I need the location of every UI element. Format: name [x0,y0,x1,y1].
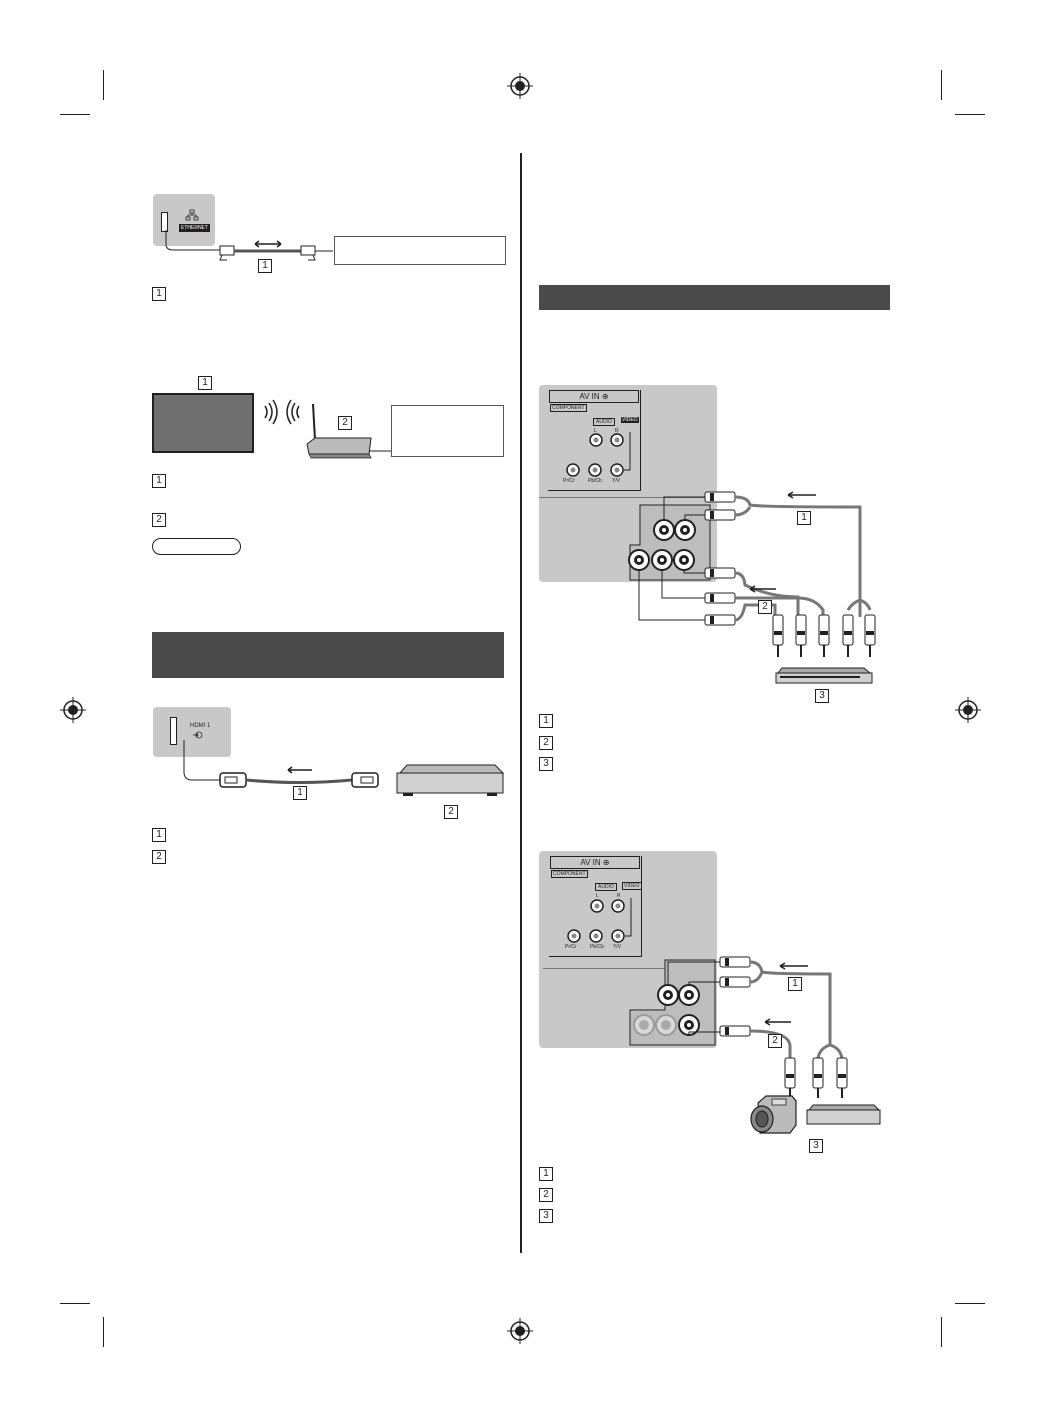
component-label: COMPONENT [550,404,587,412]
hdmi-port-label: HDMI 1 [190,723,211,729]
av-label-panel [549,856,642,957]
component-label: COMPONENT [551,870,588,878]
callout-3: 3 [809,1139,823,1153]
callout-2: 2 [338,416,352,430]
ethernet-port [161,212,168,232]
ethernet-port-label: ETHERNET [179,224,210,232]
network-icon [185,209,199,221]
lan-cable [165,230,333,261]
callout-2: 2 [444,805,458,819]
callout-1: 1 [293,786,307,800]
av-jacks-small [566,432,631,477]
tv-hdmi-panel [153,707,231,757]
camcorder-icon [750,1095,797,1134]
legend-num: 2 [539,1188,553,1202]
legend-num: 3 [539,757,553,771]
y-label: Y/V [613,944,622,950]
hdmi-section-header [152,632,504,678]
callout-1: 1 [198,376,212,390]
r-label: R [615,428,619,434]
legend-num: 3 [539,1209,553,1223]
r-label: R [617,893,621,899]
router-icon [306,403,393,459]
legend-num: 1 [152,474,166,488]
av-section-header [539,285,890,310]
column-divider [520,153,522,1253]
registration-mark-left [60,697,86,723]
legend-num: 1 [539,714,553,728]
legend-num: 2 [152,513,166,527]
audio-label: AUDIO [595,883,617,891]
pr-label: Pr/Cr [563,478,575,484]
legend-num: 2 [539,736,553,750]
legend-num: 2 [152,850,166,864]
registration-mark-right [955,697,981,723]
hdmi-cable [183,740,379,788]
internet-environment-box [391,405,504,457]
callout-1: 1 [258,259,272,273]
hdmi-port [170,717,177,745]
pr-label: Pr/Cr [565,944,577,950]
input-icon: ⊕ [602,858,610,867]
callout-1: 1 [797,511,811,525]
av-in-text: AV IN [579,392,600,401]
panel-edge-line [539,497,709,498]
set-top-box-icon [396,764,505,796]
video-label: VIDEO [622,882,642,890]
registration-mark-top [507,73,533,99]
registration-mark-bottom [507,1318,533,1344]
y-label: Y/V [612,478,621,484]
callout-1: 1 [788,977,802,991]
note-badge [152,538,241,555]
legend-num: 1 [152,828,166,842]
composite-cables [629,956,848,1098]
device-icon [806,1104,881,1125]
l-label: L [594,428,597,434]
av-in-title: AV IN ⊕ [550,856,640,869]
callout-2: 2 [758,600,772,614]
video-label: VIDEO [621,417,639,423]
panel-edge-line [543,968,713,969]
av-in-text: AV IN [580,858,601,867]
l-label: L [596,893,599,899]
tv-screen [152,393,254,453]
av-in-title: AV IN ⊕ [549,390,639,403]
audio-label: AUDIO [593,418,615,426]
av-jacks-small [567,898,632,943]
callout-3: 3 [815,689,829,703]
legend-num: 1 [539,1167,553,1181]
input-icon: ⊕ [601,392,609,401]
internet-environment-box [334,236,506,265]
legend-num: 1 [152,287,166,301]
hdmi-input-icon [193,731,203,739]
wireless-signal-icon [264,399,300,425]
pb-label: Pb/Cb [588,478,602,484]
pb-label: Pb/Cb [590,944,604,950]
component-cables [628,491,876,684]
av-label-panel [548,390,641,491]
callout-2: 2 [768,1034,782,1048]
